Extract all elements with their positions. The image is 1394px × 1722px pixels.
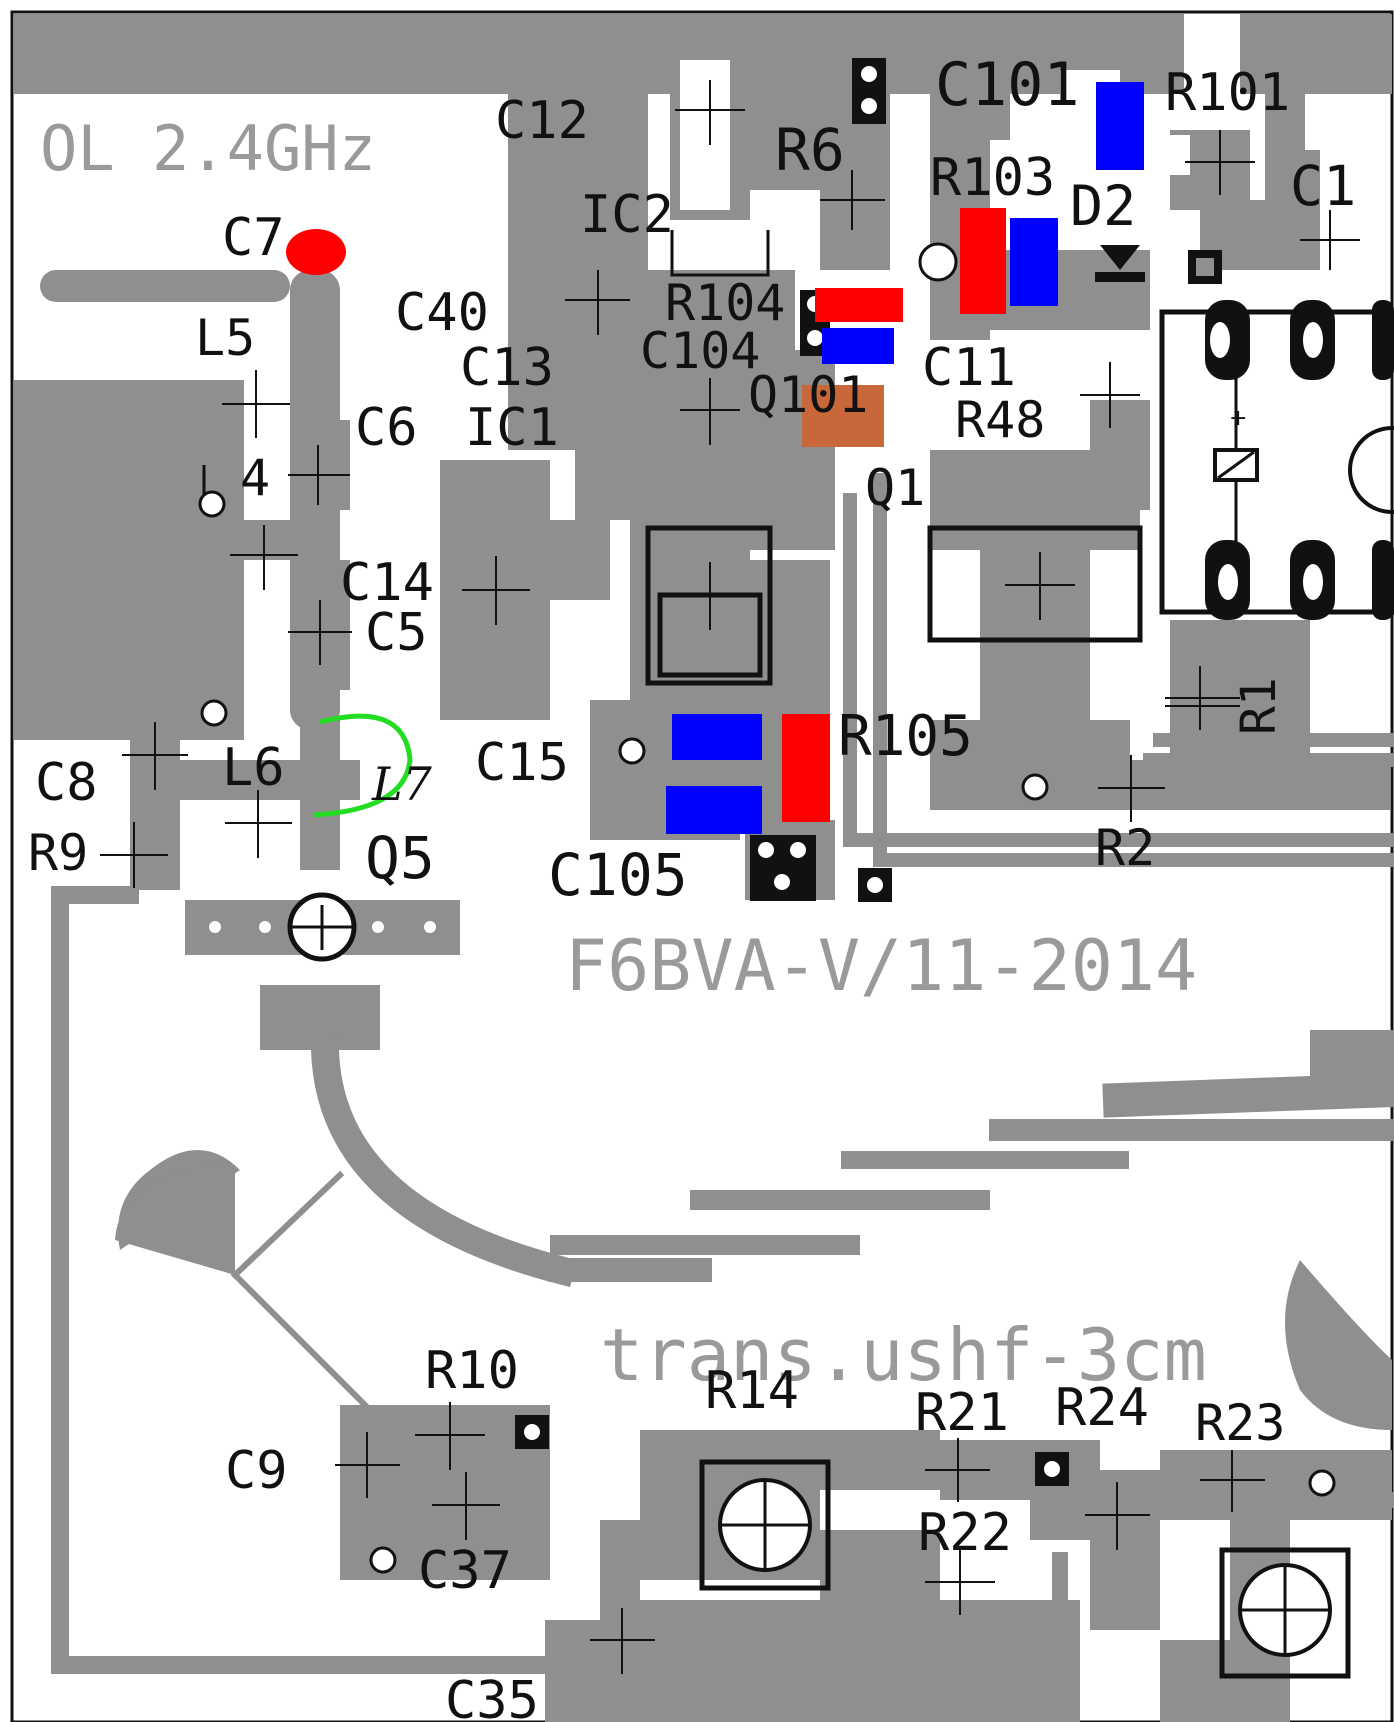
label-c105: C105 <box>548 841 688 909</box>
label-c15: C15 <box>475 733 569 793</box>
board-title: OL 2.4GHz <box>40 112 376 185</box>
q101-marker <box>802 385 884 447</box>
label-l7: L7 <box>371 757 433 811</box>
footer-text: trans.ushf-3cm <box>600 1313 1207 1397</box>
label-r24: R24 <box>1055 1378 1149 1438</box>
label-r105: R105 <box>838 704 973 769</box>
label-d2: D2 <box>1070 174 1136 238</box>
r14-pot-outline <box>699 1459 831 1591</box>
q1-outline <box>927 525 1143 643</box>
label-c5: C5 <box>365 603 428 663</box>
label-c101: C101 <box>935 50 1080 120</box>
label-r103: R103 <box>930 148 1055 208</box>
label-c8: C8 <box>35 753 98 813</box>
component-labels: C12 C101 R101 R6 R103 D2 C1 IC2 C7 C40 R… <box>28 50 1356 1722</box>
r105-marker <box>782 714 830 822</box>
label-r104: R104 <box>665 274 785 332</box>
c101-marker <box>1096 82 1144 170</box>
label-q5: Q5 <box>365 824 435 892</box>
ic1-outline <box>645 525 773 686</box>
version-text: F6BVA-V/11-2014 <box>565 925 1197 1007</box>
label-r6: R6 <box>775 116 845 184</box>
label-c37: C37 <box>418 1541 512 1601</box>
label-c7: C7 <box>222 208 285 268</box>
label-r48: R48 <box>955 391 1045 449</box>
label-l4: 4 <box>240 449 270 507</box>
svg-text:+: + <box>1229 406 1247 431</box>
label-ic1: IC1 <box>465 398 559 458</box>
label-c40: C40 <box>395 283 489 343</box>
pads <box>198 58 1336 1574</box>
c15-marker <box>672 714 762 760</box>
c7-marker <box>286 229 346 275</box>
label-c14: C14 <box>340 553 434 613</box>
label-c9: C9 <box>225 1441 288 1501</box>
label-c35: C35 <box>445 1671 539 1722</box>
label-c104: C104 <box>640 322 760 380</box>
label-ic2: IC2 <box>580 185 674 245</box>
label-r10: R10 <box>425 1341 519 1401</box>
label-q101: Q101 <box>748 366 868 424</box>
d2-symbol <box>1100 245 1140 270</box>
label-l5: L5 <box>195 309 255 367</box>
label-r14: R14 <box>705 1361 799 1421</box>
label-c6: C6 <box>355 398 418 458</box>
label-c1: C1 <box>1290 154 1356 218</box>
label-c11: C11 <box>922 338 1016 398</box>
label-r22: R22 <box>918 1503 1012 1563</box>
relay-outline <box>1159 309 1394 615</box>
label-r9: R9 <box>28 824 88 882</box>
label-q1: Q1 <box>865 459 925 517</box>
placement-crosses <box>100 80 1360 1674</box>
label-c13: C13 <box>460 338 554 398</box>
r23-pot-outline <box>1219 1547 1351 1679</box>
ic2-gap <box>680 60 730 210</box>
r103-marker <box>960 208 1006 314</box>
l7-wire <box>312 713 413 818</box>
label-r101: R101 <box>1165 63 1290 123</box>
label-c12: C12 <box>495 91 589 151</box>
r104-marker <box>815 288 903 322</box>
label-r1: R1 <box>1231 677 1287 735</box>
c104-marker <box>822 328 894 364</box>
label-r23: R23 <box>1195 1394 1285 1452</box>
c105-marker <box>666 786 762 834</box>
label-l6: L6 <box>222 738 285 798</box>
label-r2: R2 <box>1095 819 1155 877</box>
c103-marker <box>1010 218 1058 306</box>
label-r21: R21 <box>915 1383 1009 1443</box>
